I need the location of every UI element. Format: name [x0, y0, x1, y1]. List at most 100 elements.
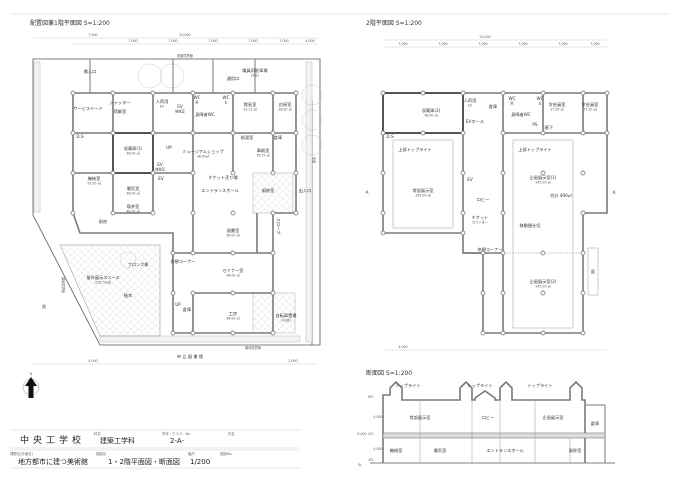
section-outline [382, 380, 586, 463]
column [540, 170, 546, 176]
column [480, 250, 486, 256]
column [270, 290, 276, 296]
room-name: 通用口 [227, 75, 240, 82]
dimension-label: 7,000 [168, 39, 177, 43]
room-name: 植木 [124, 292, 133, 299]
columns-1f [70, 90, 299, 336]
planting-strip [33, 61, 41, 213]
columns-2f [380, 90, 610, 336]
height-total: 9,000 [357, 432, 366, 436]
scale-value: 1/200 [190, 458, 210, 466]
room-name: 職員用駐車場 [242, 67, 268, 74]
planting-strip [305, 61, 313, 343]
room-area: 48.00 ㎡ [126, 209, 140, 214]
column [580, 130, 586, 136]
room-name: WC [193, 95, 200, 100]
column [110, 130, 116, 136]
room-name: 自転車置場 [276, 312, 298, 319]
storage-1-wall [112, 132, 154, 174]
outdoor-exhibition-space [59, 244, 161, 337]
column [230, 130, 236, 136]
dimension-label: 7,000 [398, 42, 407, 46]
room-name: 機械室 [88, 175, 101, 182]
north-arrow-icon: N [22, 372, 40, 398]
section-label: トップライト [527, 383, 552, 389]
room-name: 身障者WC [195, 111, 215, 118]
dimension-label: 2,000 [288, 359, 297, 363]
column [170, 290, 176, 296]
room-name: EV [467, 177, 473, 182]
room-area: 男 [510, 101, 513, 106]
column [270, 170, 276, 176]
section-label: 風除室 [569, 447, 582, 454]
column [110, 210, 116, 216]
room-name: チケット売り場 [208, 174, 238, 181]
column [110, 90, 116, 96]
column [540, 330, 546, 336]
room-name: 屋外展示スペース [87, 274, 120, 281]
room-area: 96.00 ㎡ [424, 113, 438, 118]
column [604, 90, 610, 96]
column [500, 90, 506, 96]
section-columns [419, 400, 571, 463]
class-label: 学年・クラス・No [162, 431, 190, 436]
section-label: エントランスホール [486, 448, 524, 454]
column [460, 170, 466, 176]
section-label: 企画展示室 [543, 414, 564, 421]
column [190, 170, 196, 176]
storage-2-wall [382, 92, 464, 134]
column [500, 330, 506, 336]
column [150, 90, 156, 96]
room-name: 工房 [229, 310, 237, 317]
column [270, 90, 276, 96]
column [380, 130, 386, 136]
room-name: ブロンズ像 [128, 261, 150, 268]
column [190, 130, 196, 136]
room-name: 事務室 [257, 147, 270, 154]
room-area: 245.00 ㎡ [535, 284, 551, 289]
dimension-label: 7,000 [88, 33, 97, 37]
title-block: 中央工学校 科名 建築工学科 学年・クラス・No 2-A- 氏名 課題名(計画名… [10, 429, 300, 469]
room-area: 96.00 ㎡ [226, 316, 240, 321]
section-label: 倉庫 [591, 420, 599, 427]
room-area: 48.00㎡ [197, 154, 210, 159]
dimension-label: 7,000 [590, 42, 599, 46]
room-name: 道路境界線 [177, 53, 194, 58]
column [150, 130, 156, 136]
room-name: チケット [472, 214, 489, 220]
room-area: 48.00 ㎡ [126, 151, 140, 156]
room-name: UP [175, 302, 181, 307]
dimension-label: 7,000 [128, 39, 137, 43]
section-label: 電気室 [434, 447, 447, 454]
toplight-outline [392, 139, 574, 329]
room-name: EV [177, 104, 183, 109]
section-label: トップライト [467, 383, 492, 389]
room-area: (252.50㎡) [95, 280, 112, 285]
room-area: 女 [538, 101, 541, 106]
column [70, 210, 76, 216]
dimension-label: 4,000 [305, 39, 314, 43]
room-area: 機械室 [155, 167, 165, 172]
column [230, 170, 236, 176]
room-name: 上部トップライト [398, 146, 432, 153]
school-name: 中央工学校 [20, 434, 85, 446]
section-label: ロビー [482, 414, 495, 420]
column [150, 170, 156, 176]
section-drawing: RFL 2FL 1FL GL 4,500 4,500 9,000 トップライトト… [357, 380, 615, 467]
room-name: D.S [386, 134, 394, 139]
room-area: 男 [195, 100, 198, 105]
room-name: セミナー室 [223, 267, 244, 274]
column [170, 330, 176, 336]
dept-label: 科名 [94, 431, 101, 436]
room-name: 喫茶室 [127, 203, 140, 210]
column [230, 290, 236, 296]
room-area: カウンター [472, 220, 488, 225]
project-value: 地方都市に建つ美術館 [18, 457, 88, 466]
overall-dimension: 20,000 [179, 33, 190, 37]
room-name: 隣地境界線 [245, 345, 262, 350]
room-name: D.S [76, 134, 84, 139]
room-name: 倉庫 [274, 134, 282, 141]
room-area: 27.50 ㎡ [583, 107, 597, 112]
